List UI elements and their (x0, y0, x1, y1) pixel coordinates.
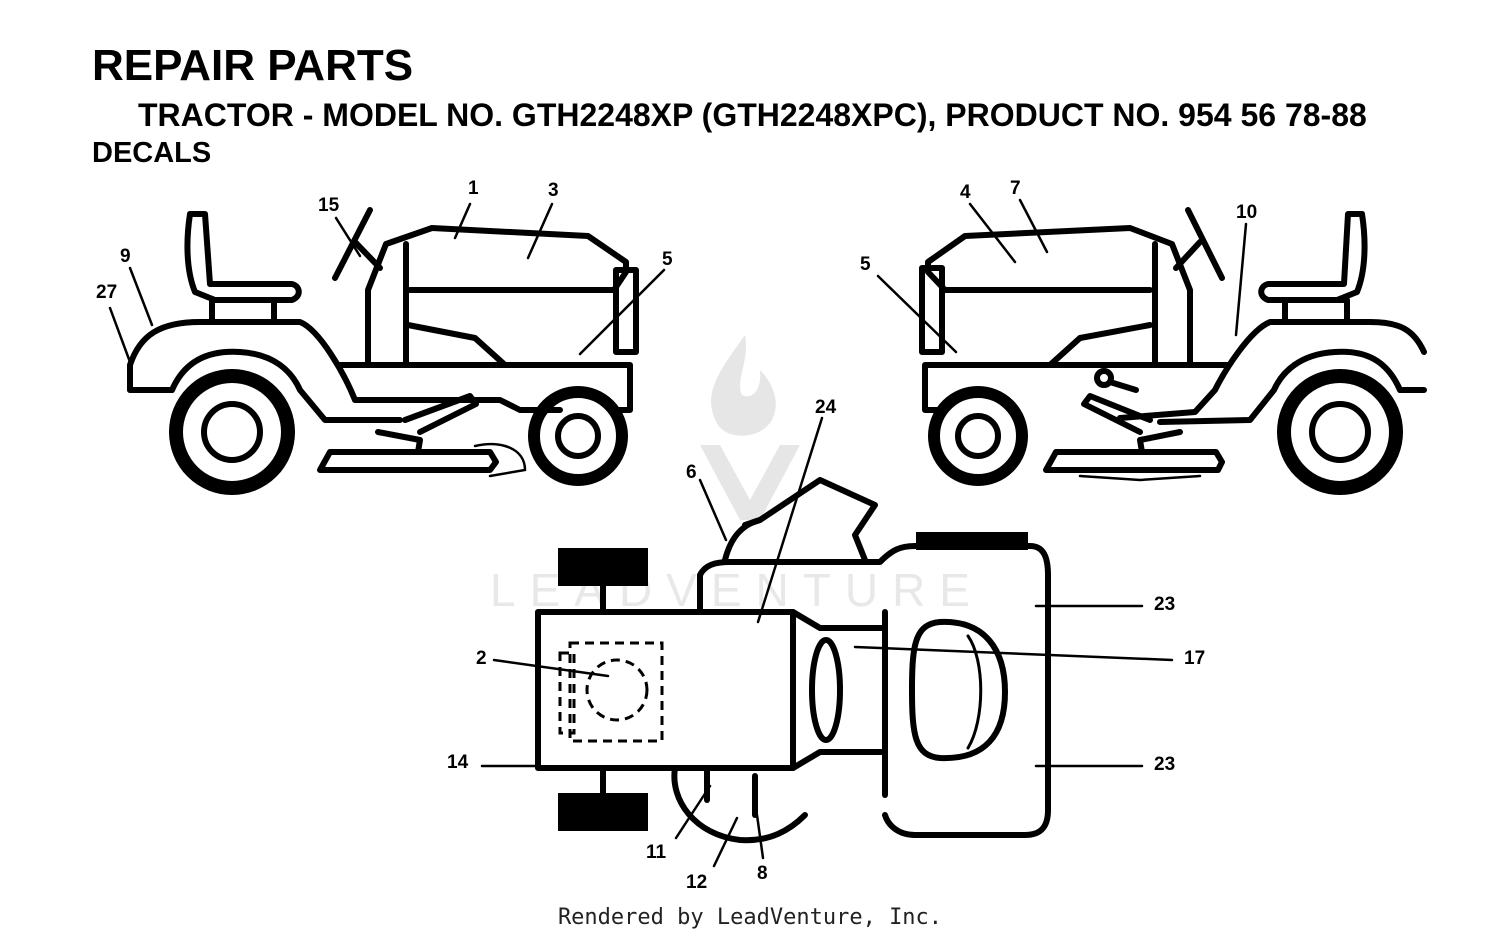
callout-3: 3 (548, 180, 559, 201)
callout-10: 10 (1236, 202, 1257, 223)
callout-7: 7 (1010, 178, 1021, 199)
callout-27: 27 (96, 282, 117, 303)
callout-9: 9 (120, 246, 131, 267)
watermark: LEADVENTURE (490, 335, 970, 616)
callout-8: 8 (757, 863, 768, 884)
callout-17: 17 (1184, 648, 1205, 669)
callout-15: 15 (318, 195, 340, 216)
callout-4: 4 (960, 182, 971, 203)
left-view-callouts: 1 3 15 9 27 5 (96, 178, 673, 364)
section-title: DECALS (92, 137, 212, 169)
callout-23-bottom: 23 (1154, 754, 1175, 775)
tractor-right-view (919, 207, 1427, 495)
callout-23-top: 23 (1154, 594, 1175, 615)
right-view-callouts: 4 7 5 10 (860, 178, 1257, 354)
footer-credit: Rendered by LeadVenture, Inc. (557, 905, 943, 930)
callout-5-right: 5 (860, 254, 871, 275)
callout-12: 12 (686, 872, 707, 893)
callout-2: 2 (476, 648, 487, 669)
callout-11: 11 (646, 842, 667, 863)
callout-14: 14 (447, 752, 469, 773)
page-title: REPAIR PARTS (92, 41, 414, 90)
model-subtitle: TRACTOR - MODEL NO. GTH2248XP (GTH2248XP… (138, 97, 1367, 133)
callout-5-left: 5 (662, 249, 673, 270)
callout-1: 1 (468, 178, 479, 199)
tractor-left-view (127, 207, 639, 495)
top-view-callouts: 24 6 2 14 11 12 8 23 17 23 (447, 397, 1205, 893)
callout-24: 24 (815, 397, 837, 418)
flame-logo-icon (711, 335, 776, 436)
callout-6: 6 (686, 462, 697, 483)
tractor-top-view (535, 477, 1051, 844)
